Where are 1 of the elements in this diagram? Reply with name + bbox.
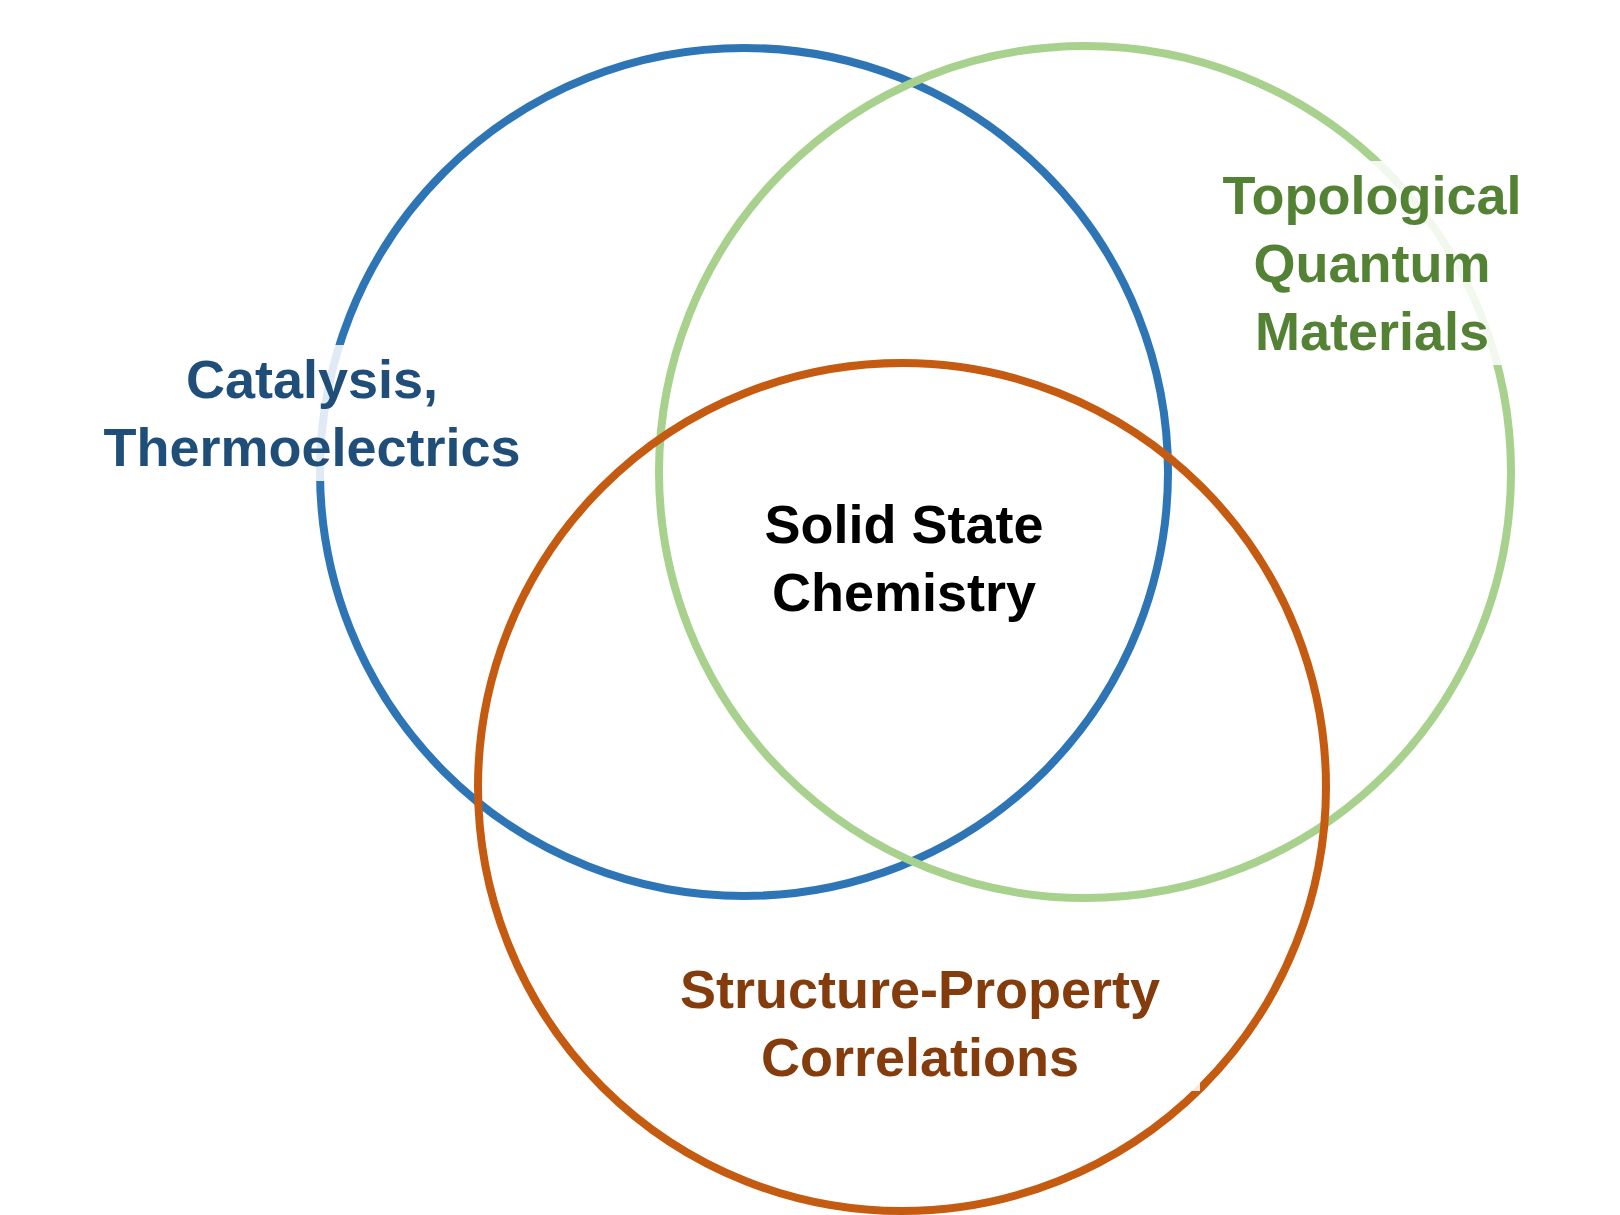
center-label: Solid State Chemistry <box>763 493 1045 624</box>
